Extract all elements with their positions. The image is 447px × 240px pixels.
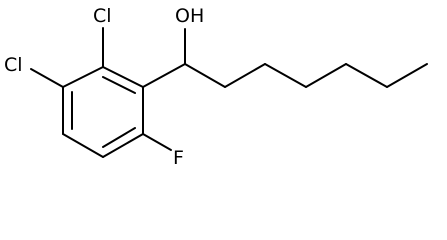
hydroxyl-label: OH — [175, 5, 204, 27]
heptyl-chain — [184, 63, 428, 88]
ring-inner-double-bond-top — [102, 76, 136, 94]
ring-bond-c5-c6 — [102, 133, 144, 158]
benzene-ring — [62, 66, 144, 158]
substituent-bonds — [30, 27, 186, 151]
chain-bond-3 — [264, 63, 307, 88]
chain-bond-1 — [184, 63, 226, 88]
chloro-top-label: Cl — [93, 5, 112, 27]
bond-ring-to-carbinol — [142, 63, 186, 88]
ring-inner-double-bond-bottom — [102, 127, 136, 148]
ring-bond-c2-c3 — [62, 66, 104, 88]
chloro-left-label: Cl — [4, 54, 23, 76]
chain-bond-6 — [386, 63, 428, 88]
bond-ring-to-chloro-left — [30, 68, 64, 88]
atom-labels: OH Cl Cl F — [4, 5, 204, 169]
fluoro-label: F — [173, 147, 184, 169]
structural-formula: OH Cl Cl F — [4, 5, 428, 169]
chain-bond-2 — [224, 63, 266, 88]
chain-bond-4 — [305, 63, 347, 88]
chain-bond-5 — [345, 63, 388, 88]
ring-bond-c1-c2 — [102, 66, 144, 88]
ring-bond-c4-c5 — [62, 133, 104, 158]
bond-ring-to-fluoro — [142, 133, 172, 151]
